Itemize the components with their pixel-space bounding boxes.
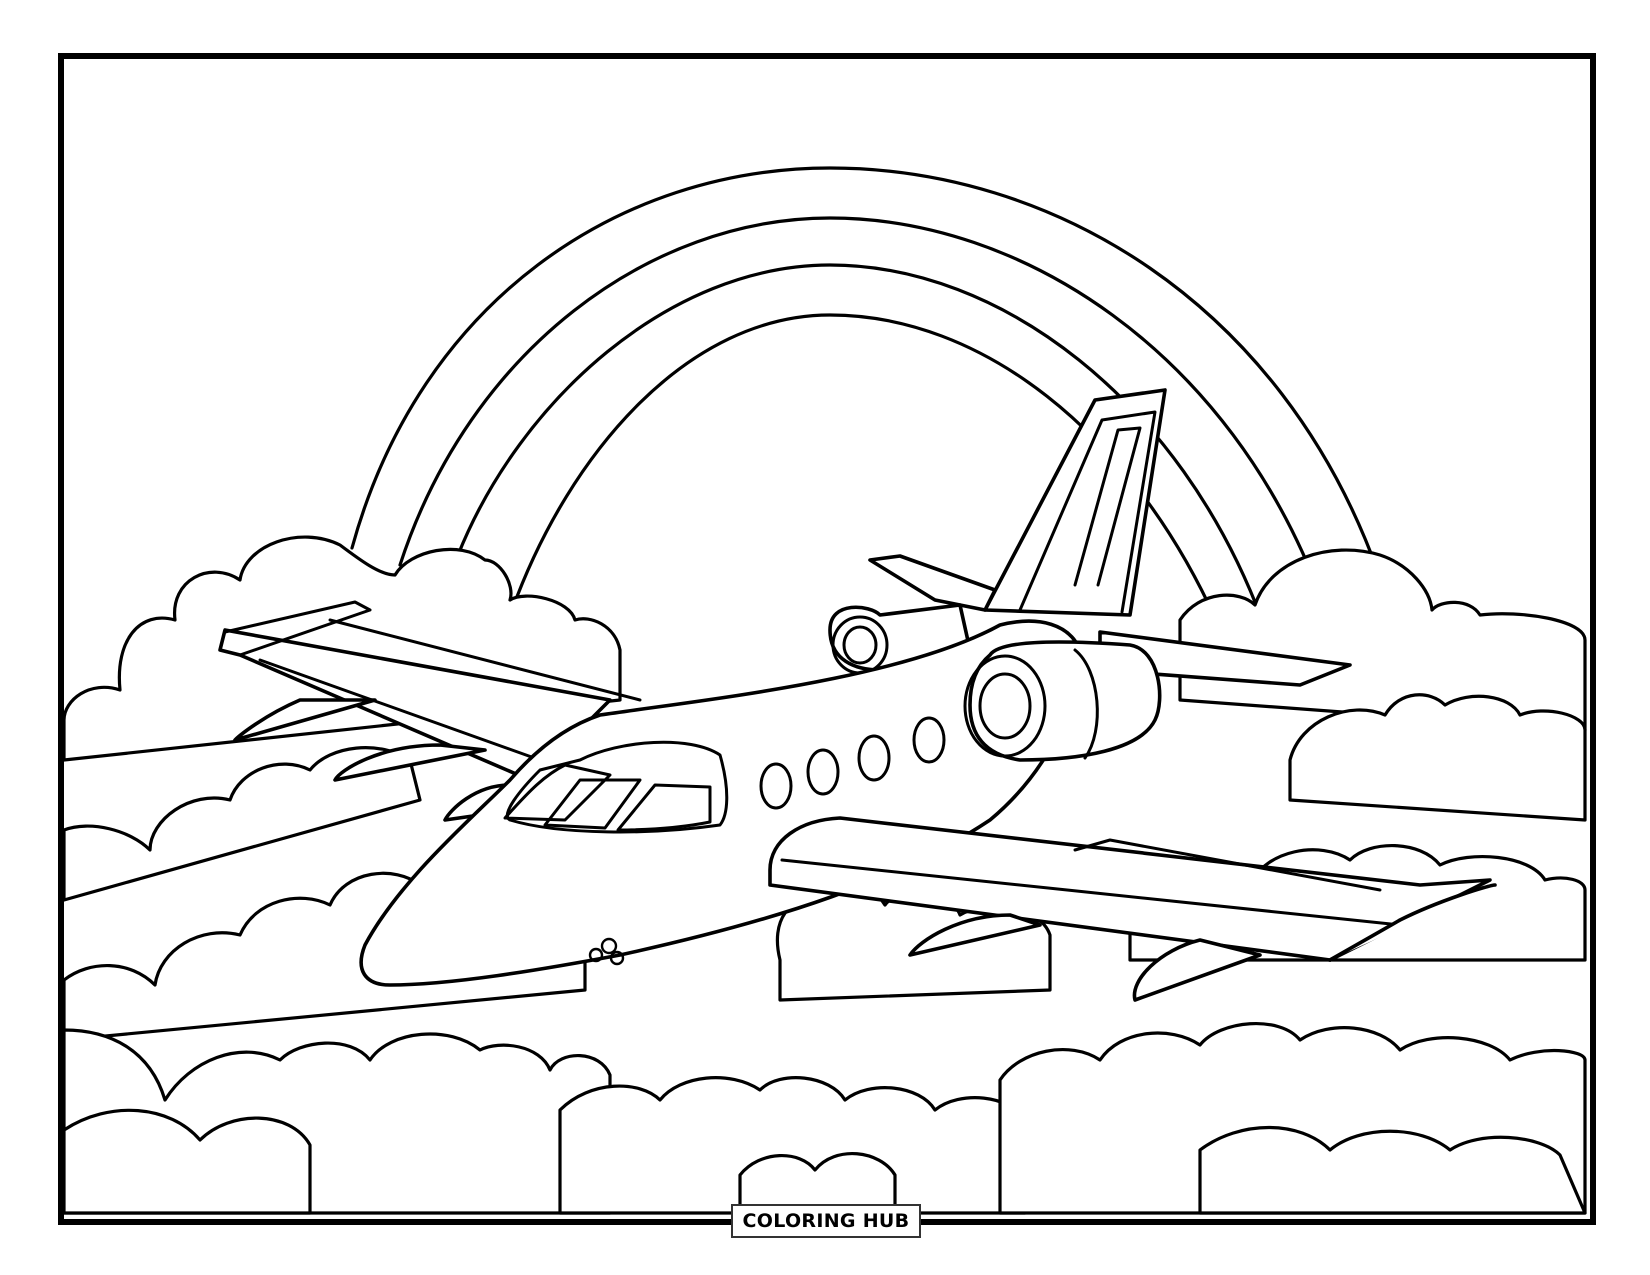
jet-airplane [218, 388, 1497, 1002]
left-stabilizer [868, 554, 997, 612]
clouds-lower [62, 1022, 1587, 1215]
right-wing [768, 816, 1492, 962]
cockpit-window-3 [616, 783, 712, 832]
cockpit-window-2 [543, 778, 642, 830]
clouds-upper [62, 535, 1587, 902]
right-engine [968, 640, 1162, 762]
brand-label-text: COLORING HUB [742, 1210, 910, 1232]
rainbow [350, 166, 1380, 622]
tail-fin [983, 388, 1167, 617]
brand-label: COLORING HUB [731, 1204, 921, 1238]
passenger-windows [759, 716, 946, 810]
cockpit-window-1 [503, 763, 612, 822]
fuselage [359, 619, 1082, 987]
nose-emblem [588, 937, 625, 966]
